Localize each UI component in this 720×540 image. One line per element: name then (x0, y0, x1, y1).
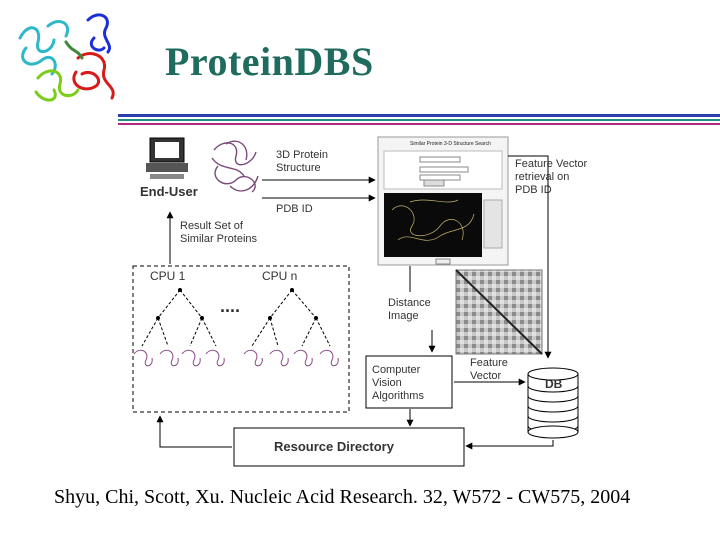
protein-thumbnails (133, 349, 339, 367)
distance-image-line1: Distance (388, 297, 431, 309)
feature-vector-retrieval-line3: PDB ID (515, 184, 552, 196)
feature-vector-line1: Feature (470, 357, 508, 369)
computer-vision-line1: Computer (372, 364, 421, 376)
cpu-n-label: CPU n (262, 269, 297, 283)
database-icon (527, 367, 579, 439)
directory-to-cluster-arrow (156, 415, 232, 448)
resource-directory-label: Resource Directory (274, 439, 395, 454)
result-set-line2: Similar Proteins (180, 233, 258, 245)
resource-directory-box (233, 427, 465, 467)
cpu-1-tree (141, 289, 217, 347)
cpu-cluster-box (132, 265, 350, 413)
search-web-form: Similar Protein 3-D Structure Search (377, 136, 509, 266)
protein-structure-image (211, 140, 259, 193)
citation: Shyu, Chi, Scott, Xu. Nucleic Acid Resea… (54, 486, 631, 508)
result-set-line1: Result Set of (180, 220, 244, 232)
structure-label-line2: Structure (276, 162, 321, 174)
computer-vision-box (365, 355, 453, 409)
cpu-1-label: CPU 1 (150, 269, 186, 283)
feature-vector-retrieval-line2: retrieval on (515, 171, 569, 183)
distance-image-line2: Image (388, 310, 419, 322)
end-user-label: End-User (140, 184, 198, 199)
structure-label-line1: 3D Protein (276, 149, 328, 161)
db-to-directory-arrow (465, 440, 554, 450)
computer-vision-line2: Vision (372, 377, 402, 389)
protein-ribbon-logo (18, 13, 115, 102)
feature-vector-retrieval-line1: Feature Vector (515, 158, 587, 170)
proteindbs-system-diagram: End-User 3D Protein Structure PDB ID Sim… (132, 136, 587, 467)
web-form-title: Similar Protein 3-D Structure Search (410, 141, 491, 147)
slide-title: ProteinDBS (165, 39, 374, 84)
cpu-1-nodes (156, 288, 204, 320)
cpu-n-tree (251, 289, 331, 347)
cpu-ellipsis: .... (220, 296, 240, 316)
cpu-n-nodes (268, 288, 318, 320)
title-rule-magenta (118, 123, 720, 125)
computer-icon (146, 137, 188, 179)
computer-vision-line3: Algorithms (372, 390, 424, 402)
db-label: DB (545, 377, 563, 391)
pdb-id-label: PDB ID (276, 203, 313, 215)
feature-vector-line2: Vector (470, 370, 502, 382)
retrieval-arrow (508, 155, 552, 359)
distance-matrix-diagonal (455, 269, 543, 355)
title-rule-blue (118, 114, 720, 117)
title-rule-teal (118, 119, 720, 121)
